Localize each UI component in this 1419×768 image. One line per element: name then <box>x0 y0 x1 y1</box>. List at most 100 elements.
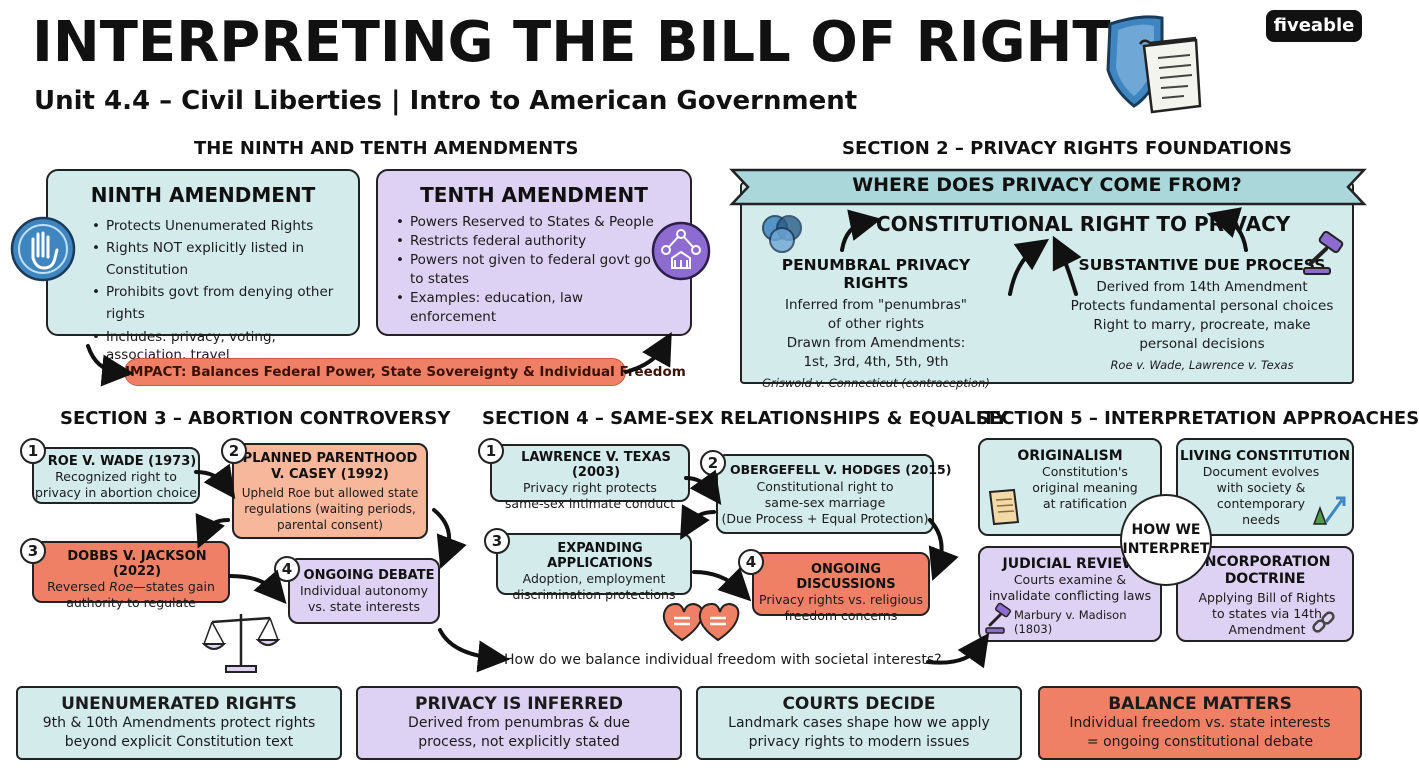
penumbral-rights-block: PENUMBRAL PRIVACY RIGHTS Inferred from "… <box>756 256 996 390</box>
penumbral-line: Drawn from Amendments: <box>786 335 966 351</box>
ongoing-debate-card: ONGOING DEBATE Individual autonomy vs. s… <box>288 558 440 624</box>
judicial-line: Courts examine & <box>1013 572 1127 587</box>
summary-courts-decide: COURTS DECIDE Landmark cases shape how w… <box>696 686 1022 760</box>
ninth-amendment-title: NINTH AMENDMENT <box>90 183 316 207</box>
marbury-case: Marbury v. Madison (1803) <box>1014 608 1127 636</box>
step-number: 1 <box>20 438 46 464</box>
scales-icon <box>201 614 281 673</box>
dobbs-line: Reversed <box>47 579 110 594</box>
step-number: 3 <box>484 528 510 554</box>
government-network-icon <box>651 221 711 281</box>
arrow <box>432 508 467 569</box>
due-process-line: personal decisions <box>1139 336 1265 352</box>
step-number: 3 <box>20 538 46 564</box>
summary-line: = ongoing constitutional debate <box>1086 734 1314 750</box>
casey-title-2: V. CASEY (1992) <box>271 467 389 482</box>
originalism-line: at ratification <box>1042 496 1128 511</box>
griswold-case: Griswold v. Connecticut (contraception) <box>762 376 990 390</box>
ongoing-debate-line: Individual autonomy <box>299 583 429 598</box>
privacy-banner-ribbon <box>729 168 1367 206</box>
casey-line: regulations (waiting periods, <box>244 502 416 516</box>
due-process-line: Right to marry, procreate, make <box>1093 317 1311 333</box>
how-we-interpret-circle: HOW WE INTERPRET <box>1120 494 1212 586</box>
section5-heading: SECTION 5 – INTERPRETATION APPROACHES <box>976 408 1419 429</box>
dobbs-title: DOBBS V. JACKSON (2022) <box>67 549 207 579</box>
incorporation-title-2: DOCTRINE <box>1224 571 1306 587</box>
incorporation-line: Amendment <box>1228 622 1306 637</box>
expanding-line: Adoption, employment <box>522 571 666 586</box>
list-item: Rights NOT explicitly listed in Constitu… <box>92 237 354 281</box>
due-process-block: SUBSTANTIVE DUE PROCESS Derived from 14t… <box>1070 256 1334 372</box>
how-we-interpret-line: INTERPRET <box>1122 541 1210 557</box>
ongoing-discussions-line: freedom concerns <box>784 608 898 623</box>
list-item: Restricts federal authority <box>396 232 658 251</box>
summary-unenumerated-rights: UNENUMERATED RIGHTS 9th & 10th Amendment… <box>16 686 342 760</box>
casey-line: parental consent) <box>276 518 383 532</box>
how-we-interpret-line: HOW WE <box>1131 522 1201 538</box>
living-line: with society & <box>1216 480 1306 495</box>
expanding-title: EXPANDING APPLICATIONS <box>547 541 653 571</box>
dobbs-line: —states gain <box>133 579 215 594</box>
summary-title: BALANCE MATTERS <box>1108 694 1292 714</box>
originalism-title: ORIGINALISM <box>1017 448 1123 464</box>
arrow <box>194 463 236 500</box>
due-process-line: Derived from 14th Amendment <box>1096 279 1308 295</box>
tenth-amendment-card: TENTH AMENDMENT Powers Reserved to State… <box>376 169 692 336</box>
summary-balance-matters: BALANCE MATTERS Individual freedom vs. s… <box>1038 686 1362 760</box>
list-item: Powers not given to federal govt go to s… <box>396 251 658 289</box>
roe-v-wade-card: ROE V. WADE (1973) Recognized right to p… <box>32 447 200 504</box>
summary-line: beyond explicit Constitution text <box>64 734 294 750</box>
privacy-foundations-panel <box>740 182 1354 384</box>
arrow <box>86 344 134 387</box>
expanding-line: discrimination protections <box>512 587 676 602</box>
judicial-review-card: JUDICIAL REVIEW Courts examine & invalid… <box>978 546 1162 642</box>
summary-privacy-inferred: PRIVACY IS INFERRED Derived from penumbr… <box>356 686 682 760</box>
growth-tree-icon <box>1312 496 1346 525</box>
arrow <box>438 628 510 673</box>
chain-link-icon <box>1312 611 1335 633</box>
section4-heading: SECTION 4 – SAME-SEX RELATIONSHIPS & EQU… <box>482 408 1008 429</box>
lawrence-title: LAWRENCE V. TEXAS (2003) <box>521 450 671 480</box>
arrow <box>840 209 882 252</box>
arrow <box>1206 207 1248 252</box>
section2-heading: SECTION 2 – PRIVACY RIGHTS FOUNDATIONS <box>842 138 1292 159</box>
summary-title: PRIVACY IS INFERRED <box>415 694 623 714</box>
judicial-title: JUDICIAL REVIEW <box>1002 556 1138 572</box>
arrow <box>684 469 722 506</box>
originalism-line: original meaning <box>1032 480 1138 495</box>
summary-line: Derived from penumbras & due <box>408 715 630 731</box>
shield-scroll-icon <box>1106 15 1202 114</box>
living-line: Document evolves <box>1202 464 1320 479</box>
incorporation-line: to states via 14th <box>1212 606 1322 621</box>
living-title: LIVING CONSTITUTION <box>1180 448 1350 464</box>
list-item: Protects Unenumerated Rights <box>92 215 354 237</box>
arrow <box>1008 238 1050 296</box>
summary-title: COURTS DECIDE <box>782 694 936 714</box>
page-title: INTERPRETING THE BILL OF RIGHTS <box>32 10 1151 75</box>
balance-question: How do we balance individual freedom wit… <box>504 652 942 668</box>
hearts-icon <box>662 602 740 642</box>
ongoing-discussions-title: ONGOING DISCUSSIONS <box>796 562 896 592</box>
tenth-amendment-title: TENTH AMENDMENT <box>420 183 648 207</box>
due-process-line: Protects fundamental personal choices <box>1070 298 1334 314</box>
flow-arrows <box>86 207 1248 673</box>
roe-v-wade-title: ROE V. WADE (1973) <box>47 454 197 469</box>
arrow <box>692 567 752 602</box>
fiveable-logo: fiveable <box>1266 10 1362 42</box>
arrow <box>926 632 990 669</box>
ongoing-discussions-card: ONGOING DISCUSSIONS Privacy rights vs. r… <box>752 552 930 623</box>
ninth-amendment-list: Protects Unenumerated Rights Rights NOT … <box>92 215 354 364</box>
impact-banner: IMPACT: Balances Federal Power, State So… <box>124 358 686 386</box>
dobbs-card: DOBBS V. JACKSON (2022) Reversed Roe—sta… <box>32 541 230 610</box>
expanding-applications-card: EXPANDING APPLICATIONS Adoption, employm… <box>496 533 692 602</box>
section3-heading: SECTION 3 – ABORTION CONTROVERSY <box>60 408 451 429</box>
dobbs-line-2: authority to regulate <box>66 595 196 610</box>
gavel-icon <box>1303 230 1344 275</box>
summary-line: Individual freedom vs. state interests <box>1069 715 1331 731</box>
tenth-amendment-list: Powers Reserved to States & People Restr… <box>396 213 658 327</box>
living-line: contemporary <box>1216 496 1306 511</box>
due-process-title: SUBSTANTIVE DUE PROCESS <box>1078 256 1326 274</box>
ongoing-debate-line: vs. state interests <box>308 599 420 614</box>
judicial-line: invalidate conflicting laws <box>988 588 1152 603</box>
obergefell-line: same-sex marriage <box>764 495 886 510</box>
